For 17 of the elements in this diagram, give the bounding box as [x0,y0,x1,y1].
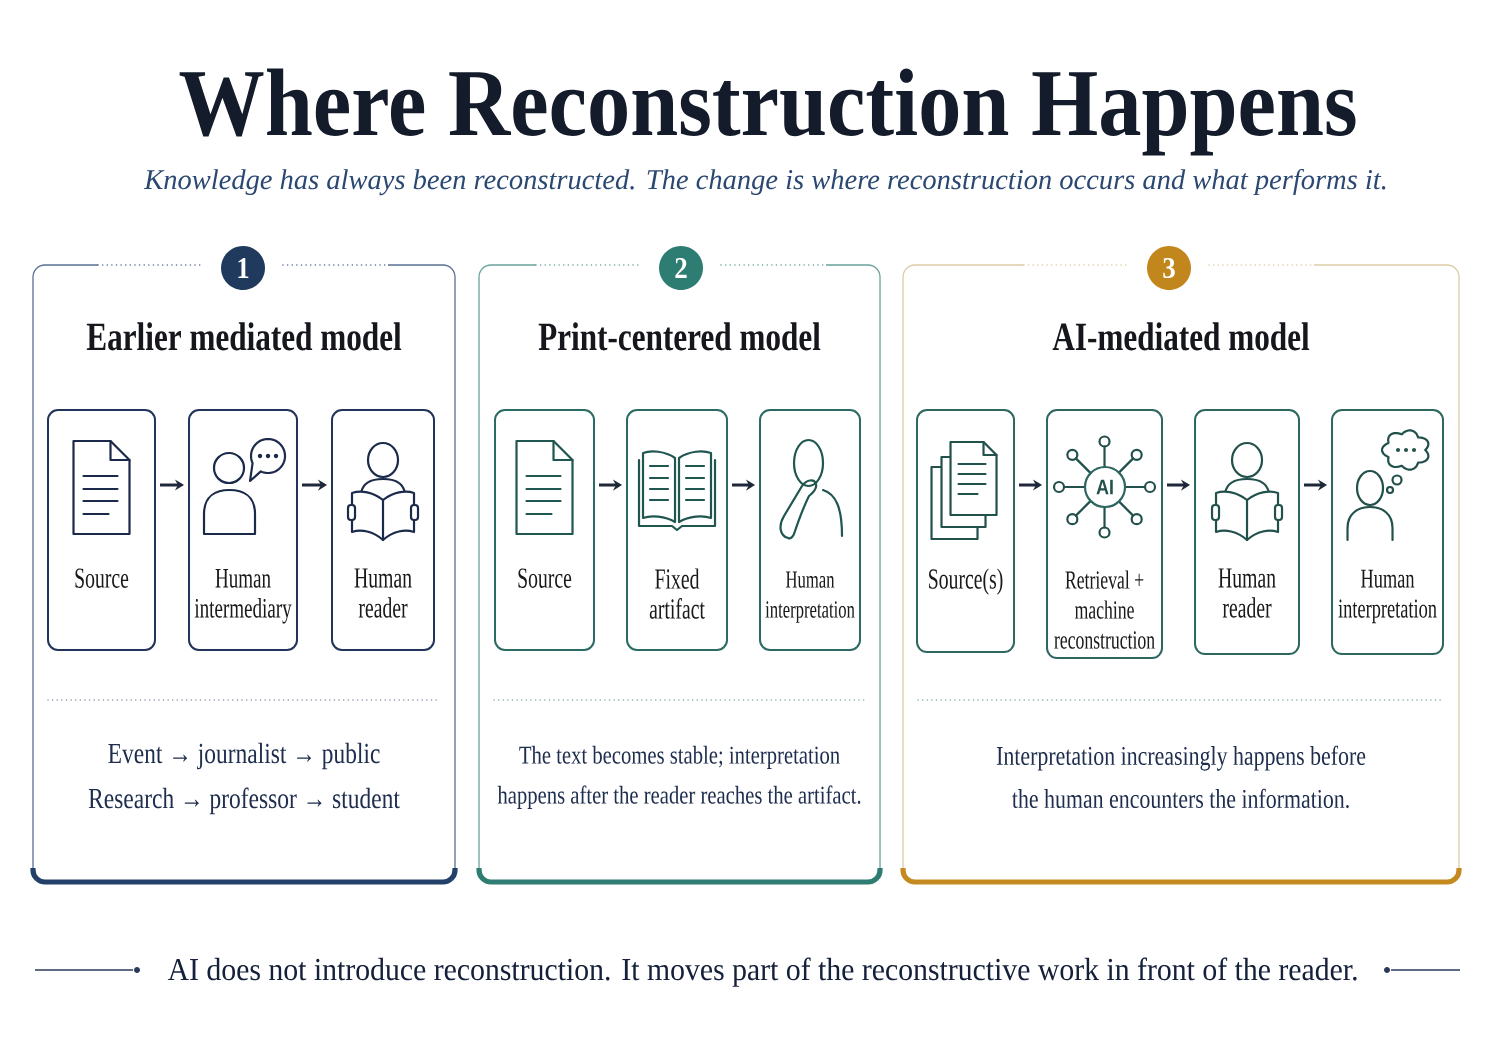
title: Where Reconstruction Happens [179,68,1356,156]
panel-heading: Earlier mediated model [86,322,402,351]
panel-heading: AI-mediated model [1052,322,1310,351]
number-badge: 1 [221,246,265,290]
subtitle: Knowledge has always been reconstructed. The change is where reconstruction occurs and what performs it. [143,168,1386,196]
process-box: Human interpretation [1331,409,1444,655]
panel-note: Research → professor → student [88,787,400,815]
process-box: Human intermediary [188,409,298,651]
caption: AI does not introduce reconstruction. It moves part of the reconstructive work in front of the reader. [167,957,1357,987]
panel-note: Event → journalist → public [108,742,380,770]
process-box: Fixed artifact [626,409,728,651]
panel-heading: Print-centered model [538,322,821,351]
number-badge: 2 [659,246,703,290]
panel-note: The text becomes stable; interpretation happens after the reader reaches the artifact. [497,745,861,809]
number-badge: 3 [1147,246,1191,290]
process-box: Human interpretation [759,409,861,651]
panel-note: Interpretation increasingly happens before the human encounters the information. [996,745,1366,809]
